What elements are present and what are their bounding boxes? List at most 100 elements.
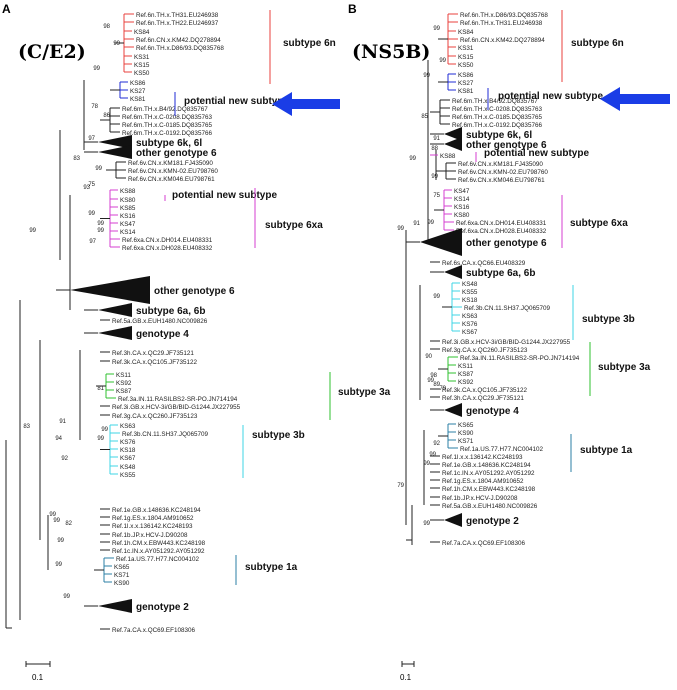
bootstrap-value-13: 99 bbox=[97, 228, 104, 234]
leaf-label-4: Ref.6n.TH.x.D86/93.DQ835768 bbox=[136, 45, 224, 52]
leaf-label-12: Ref.6m.TH.x.C-0208.DQ835763 bbox=[122, 114, 212, 121]
leaf-label-50: Ref.1b.JP.x.HCV-J.D90208 bbox=[112, 532, 188, 539]
leaf-label-25: Ref.6xa.CN.x.DH028.EU408332 bbox=[456, 228, 547, 235]
leaf-label-16: KS88 bbox=[440, 153, 456, 160]
collapsed-clade-triangle-28 bbox=[70, 276, 150, 304]
leaf-label-27: Ref.6s.CA.x.QC66.EU408329 bbox=[442, 260, 526, 267]
bootstrap-value-7: 99 bbox=[95, 166, 102, 172]
collapsed-clade-triangle-15 bbox=[444, 137, 462, 151]
clade-label-28: other genotype 6 bbox=[154, 286, 235, 297]
group-label-0: subtype 6n bbox=[571, 38, 624, 49]
panel-title-b: (NS5B) bbox=[352, 41, 430, 63]
bootstrap-value-20: 99 bbox=[97, 436, 104, 442]
bootstrap-value-10: 99 bbox=[88, 211, 95, 217]
leaf-label-40: KS63 bbox=[120, 423, 136, 430]
panel-letter-a: A bbox=[2, 2, 11, 16]
bootstrap-value-1: 99 bbox=[113, 41, 120, 47]
bootstrap-value-12: 99 bbox=[97, 221, 104, 227]
bootstrap-value-2: 99 bbox=[423, 73, 430, 79]
collapsed-clade-triangle-26 bbox=[420, 228, 462, 256]
leaf-label-42: KS76 bbox=[120, 439, 136, 446]
clade-label-31: genotype 4 bbox=[136, 329, 189, 340]
leaf-label-52: Ref.1g.ES.x.1804.AM910652 bbox=[442, 478, 524, 485]
leaf-label-14: Ref.6m.TH.x.C-0192.DQ835766 bbox=[122, 130, 212, 137]
leaf-label-17: Ref.6v.CN.x.KM181.FJ435090 bbox=[458, 161, 543, 168]
leaf-label-54: Ref.1b.JP.x.HCV-J.D90208 bbox=[442, 495, 518, 502]
leaf-label-13: Ref.6m.TH.x.C-0185.DQ835765 bbox=[122, 122, 212, 129]
leaf-label-24: Ref.6xa.CN.x.DH014.EU408331 bbox=[456, 220, 547, 227]
leaf-label-45: KS65 bbox=[458, 422, 474, 429]
leaf-label-1: Ref.6n.TH.x.TH31.EU246938 bbox=[460, 20, 543, 27]
bootstrap-value-12: 99 bbox=[433, 294, 440, 300]
leaf-label-27: Ref.6xa.CN.x.DH028.EU408332 bbox=[122, 245, 213, 252]
leaf-label-4: KS31 bbox=[458, 45, 474, 52]
clade-label-26: other genotype 6 bbox=[466, 238, 547, 249]
leaf-label-52: Ref.1c.IN.x.AY051292.AY051292 bbox=[112, 548, 205, 555]
leaf-label-8: KS86 bbox=[130, 80, 146, 87]
leaf-label-2: KS84 bbox=[134, 29, 150, 36]
leaf-label-8: KS27 bbox=[458, 80, 474, 87]
bootstrap-value-3: 78 bbox=[91, 104, 98, 110]
tree-a: Ref.6n.TH.x.TH31.EU246938Ref.6n.TH.x.TH2… bbox=[5, 10, 391, 634]
bootstrap-value-15: 94 bbox=[55, 436, 62, 442]
leaf-label-20: KS47 bbox=[454, 188, 470, 195]
bootstrap-value-5: 97 bbox=[88, 136, 95, 142]
leaf-label-40: KS87 bbox=[458, 371, 474, 378]
leaf-label-46: KS90 bbox=[458, 430, 474, 437]
leaf-label-53: Ref.1h.CM.x.EBW443.KC248198 bbox=[442, 486, 536, 493]
bootstrap-value-21: 79 bbox=[397, 483, 404, 489]
bootstrap-value-11: 97 bbox=[89, 239, 96, 245]
collapsed-clade-triangle-57 bbox=[98, 599, 132, 613]
group-label-6: subtype 1a bbox=[580, 445, 633, 456]
leaf-label-48: Ref.1g.ES.x.1804.AM910652 bbox=[112, 515, 194, 522]
group-label-5: subtype 3b bbox=[252, 430, 305, 441]
leaf-label-1: Ref.6n.TH.x.TH22.EU246937 bbox=[136, 20, 219, 27]
collapsed-clade-triangle-29 bbox=[98, 303, 132, 317]
leaf-label-0: Ref.6n.TH.x.D86/93.DQ835768 bbox=[460, 12, 548, 19]
leaf-label-30: Ref.5a.GB.x.EUH1480.NC009826 bbox=[112, 318, 208, 325]
bootstrap-value-25: 99 bbox=[55, 562, 62, 568]
leaf-label-6: KS50 bbox=[458, 62, 474, 69]
leaf-label-34: KS11 bbox=[116, 372, 131, 379]
clade-label-56: genotype 2 bbox=[466, 516, 519, 527]
bootstrap-value-21: 99 bbox=[53, 518, 60, 524]
bootstrap-value-19: 99 bbox=[101, 427, 108, 433]
leaf-label-9: KS81 bbox=[458, 88, 474, 95]
bootstrap-value-4: 86 bbox=[103, 113, 110, 119]
bootstrap-value-4: 91 bbox=[433, 136, 440, 142]
bootstrap-value-23: 82 bbox=[65, 521, 72, 527]
collapsed-clade-triangle-15 bbox=[98, 135, 132, 149]
bootstrap-value-3: 85 bbox=[421, 114, 428, 120]
leaf-label-48: Ref.1a.US.77.H77.NC004102 bbox=[460, 446, 543, 453]
bootstrap-value-0: 99 bbox=[433, 26, 440, 32]
bootstrap-value-14: 99 bbox=[29, 228, 36, 234]
group-label-4: subtype 3b bbox=[582, 314, 635, 325]
bootstrap-value-14: 99 bbox=[427, 378, 434, 384]
clade-label-15: subtype 6k, 6l bbox=[136, 138, 202, 149]
bootstrap-value-22: 99 bbox=[49, 512, 56, 518]
bootstrap-value-8: 93 bbox=[83, 185, 90, 191]
scale-label-a: 0.1 bbox=[32, 673, 44, 682]
group-label-3: subtype 6xa bbox=[570, 218, 628, 229]
leaf-label-43: Ref.3h.CA.x.QC29.JF735121 bbox=[442, 395, 524, 402]
leaf-label-30: KS55 bbox=[462, 289, 478, 296]
panel-b: B (NS5B) Ref.6n.TH.x.D86/93.DQ835768Ref.… bbox=[348, 2, 670, 682]
collapsed-clade-triangle-16 bbox=[98, 145, 132, 159]
leaf-label-44: KS67 bbox=[120, 455, 136, 462]
leaf-label-50: Ref.1e.GB.x.148636.KC248194 bbox=[442, 462, 531, 469]
bootstrap-value-16: 89 bbox=[433, 382, 440, 388]
bootstrap-value-9: 99 bbox=[427, 220, 434, 226]
bootstrap-value-11: 99 bbox=[397, 226, 404, 232]
leaf-label-26: Ref.6xa.CN.x.DH014.EU408331 bbox=[122, 237, 213, 244]
collapsed-clade-triangle-44 bbox=[444, 403, 462, 417]
collapsed-clade-triangle-56 bbox=[444, 513, 462, 527]
leaf-label-53: Ref.1a.US.77.H77.NC004102 bbox=[116, 556, 199, 563]
leaf-label-5: KS31 bbox=[134, 54, 150, 61]
bootstrap-value-24: 99 bbox=[57, 538, 64, 544]
leaf-label-46: KS55 bbox=[120, 472, 136, 479]
bootstrap-value-15: 98 bbox=[430, 373, 437, 379]
leaf-label-39: KS11 bbox=[458, 363, 473, 370]
group-label-2: potential new subtype bbox=[484, 148, 589, 159]
